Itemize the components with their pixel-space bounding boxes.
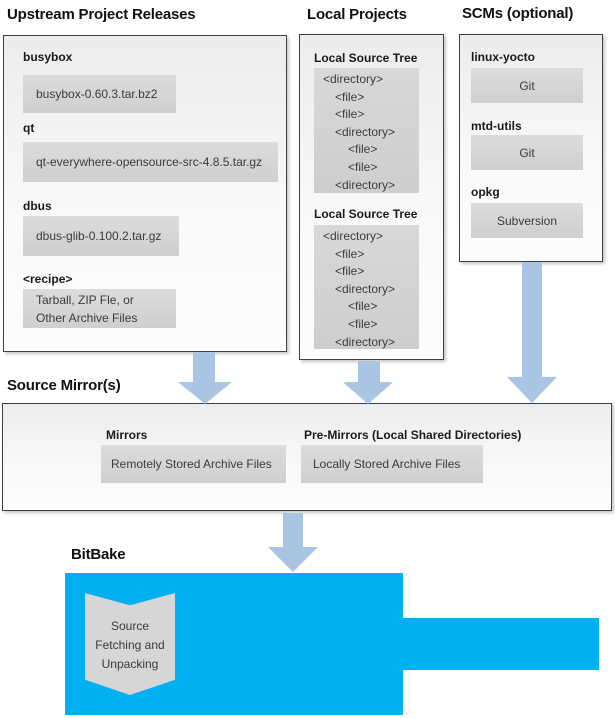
arrow-local-to-mirrors-icon bbox=[343, 361, 393, 404]
tree-line: <file> bbox=[335, 246, 365, 261]
tree-line: <directory> bbox=[335, 177, 396, 192]
archive-description-line: Tarball, ZIP Fle, or bbox=[36, 292, 134, 307]
local-source-tree-box: <directory> <file> <file> <directory> <f… bbox=[314, 68, 419, 193]
tree-line: <file> bbox=[348, 299, 378, 314]
arrow-upstream-to-mirrors-icon bbox=[178, 352, 232, 404]
upstream-archive-box: Tarball, ZIP Fle, or Other Archive Files bbox=[23, 289, 176, 328]
local-projects-panel: Local Source Tree <directory> <file> <fi… bbox=[299, 34, 444, 360]
tree-line: <file> bbox=[348, 159, 378, 174]
source-mirrors-panel: Mirrors Remotely Stored Archive Files Pr… bbox=[2, 403, 612, 511]
tree-line: <directory> bbox=[335, 334, 396, 349]
source-mirrors-title: Source Mirror(s) bbox=[7, 377, 121, 394]
scm-item-label: mtd-utils bbox=[471, 119, 522, 133]
upstream-archive-box: dbus-glib-0.100.2.tar.gz bbox=[23, 216, 179, 256]
ribbon-line: Source bbox=[110, 619, 150, 633]
archive-description-line: Other Archive Files bbox=[36, 310, 138, 325]
premirrors-box: Locally Stored Archive Files bbox=[301, 445, 483, 483]
tree-line: <directory> bbox=[323, 72, 384, 86]
tree-line: <directory> bbox=[335, 281, 396, 296]
archive-filename: dbus-glib-0.100.2.tar.gz bbox=[36, 229, 162, 243]
local-source-tree-box: <directory> <file> <file> <directory> <f… bbox=[314, 225, 419, 349]
scm-type-box: Git bbox=[471, 68, 583, 103]
upstream-item-label: <recipe> bbox=[23, 272, 73, 286]
ribbon-line: Fetching and bbox=[95, 638, 165, 652]
premirrors-label: Pre-Mirrors (Local Shared Directories) bbox=[304, 428, 522, 442]
tree-line: <file> bbox=[335, 89, 365, 104]
tree-line: <file> bbox=[348, 316, 378, 331]
tree-line: <file> bbox=[335, 264, 365, 279]
archive-filename: busybox-0.60.3.tar.bz2 bbox=[36, 87, 158, 101]
scm-item-label: opkg bbox=[471, 185, 500, 199]
scms-panel: linux-yocto Git mtd-utils Git opkg Subve… bbox=[459, 34, 603, 262]
upstream-item-label: qt bbox=[23, 121, 35, 135]
scm-type-box: Git bbox=[471, 135, 583, 170]
mirrors-label: Mirrors bbox=[106, 428, 148, 442]
premirrors-box-text: Locally Stored Archive Files bbox=[313, 457, 461, 471]
upstream-title: Upstream Project Releases bbox=[7, 6, 196, 23]
local-projects-title: Local Projects bbox=[307, 6, 407, 23]
scm-type: Git bbox=[519, 145, 535, 160]
ribbon-line: Unpacking bbox=[101, 657, 159, 671]
bitbake-output-bar bbox=[403, 618, 599, 670]
local-source-tree-label: Local Source Tree bbox=[314, 207, 418, 221]
bitbake-title: BitBake bbox=[71, 546, 126, 563]
tree-line: <directory> bbox=[335, 124, 396, 139]
arrow-mirrors-to-bitbake-icon bbox=[268, 513, 318, 572]
tree-line: <file> bbox=[335, 107, 365, 122]
mirrors-box-text: Remotely Stored Archive Files bbox=[111, 457, 272, 471]
arrow-scms-to-mirrors-icon bbox=[507, 262, 557, 403]
archive-filename: qt-everywhere-opensource-src-4.8.5.tar.g… bbox=[36, 155, 263, 169]
local-source-tree-label: Local Source Tree bbox=[314, 51, 418, 65]
upstream-panel: busybox busybox-0.60.3.tar.bz2 qt qt-eve… bbox=[3, 35, 287, 352]
scms-title: SCMs (optional) bbox=[462, 5, 574, 22]
upstream-item-label: busybox bbox=[23, 50, 73, 64]
upstream-item-label: dbus bbox=[23, 199, 52, 213]
upstream-archive-box: qt-everywhere-opensource-src-4.8.5.tar.g… bbox=[23, 142, 278, 182]
source-fetching-ribbon: Source Fetching and Unpacking bbox=[85, 593, 175, 695]
tree-line: <directory> bbox=[323, 229, 384, 243]
mirrors-box: Remotely Stored Archive Files bbox=[101, 445, 286, 483]
scm-type: Git bbox=[519, 78, 535, 93]
scm-type-box: Subversion bbox=[471, 203, 583, 238]
scm-type: Subversion bbox=[496, 213, 558, 228]
upstream-archive-box: busybox-0.60.3.tar.bz2 bbox=[23, 75, 176, 113]
scm-item-label: linux-yocto bbox=[471, 50, 536, 64]
tree-line: <file> bbox=[348, 142, 378, 157]
